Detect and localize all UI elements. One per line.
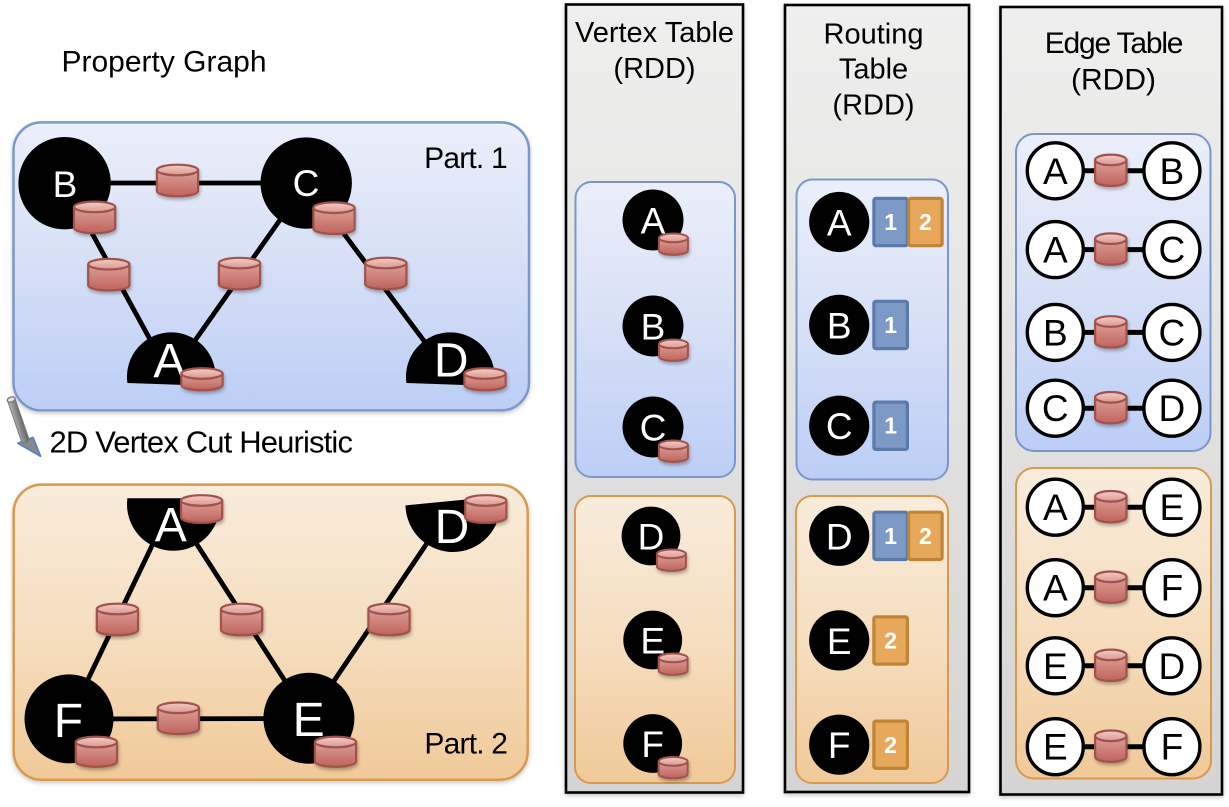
svg-text:F: F [641, 724, 664, 765]
svg-text:Edge Table: Edge Table [1045, 27, 1183, 60]
svg-text:(RDD): (RDD) [832, 90, 914, 122]
svg-text:2: 2 [919, 209, 932, 235]
svg-text:D: D [434, 335, 469, 388]
svg-text:C: C [1159, 312, 1186, 353]
svg-text:E: E [1043, 727, 1068, 768]
svg-text:2: 2 [884, 732, 897, 758]
svg-text:Part. 2: Part. 2 [424, 728, 507, 761]
svg-text:Property Graph: Property Graph [61, 46, 266, 79]
svg-text:A: A [1043, 568, 1068, 609]
svg-text:Part. 1: Part. 1 [424, 142, 507, 175]
svg-text:Table: Table [839, 54, 908, 86]
svg-text:1: 1 [884, 523, 897, 549]
svg-text:F: F [1161, 727, 1184, 768]
svg-text:A: A [827, 203, 852, 244]
svg-text:2D Vertex Cut Heuristic: 2D Vertex Cut Heuristic [50, 425, 353, 460]
svg-text:A: A [1043, 151, 1068, 192]
svg-text:2: 2 [919, 523, 932, 549]
svg-text:(RDD): (RDD) [1071, 64, 1156, 97]
svg-text:A: A [1043, 487, 1068, 528]
svg-text:C: C [1159, 230, 1186, 271]
svg-text:(RDD): (RDD) [613, 53, 695, 85]
svg-text:A: A [1043, 230, 1068, 271]
svg-text:C: C [1042, 388, 1069, 429]
svg-text:A: A [153, 335, 185, 388]
svg-text:Vertex Table: Vertex Table [575, 17, 734, 49]
svg-text:B: B [1160, 151, 1185, 192]
svg-text:C: C [293, 163, 320, 204]
svg-text:F: F [1161, 568, 1184, 609]
svg-text:1: 1 [884, 209, 897, 235]
svg-text:B: B [1043, 312, 1068, 353]
svg-text:1: 1 [884, 413, 897, 439]
svg-text:C: C [826, 406, 853, 447]
svg-text:2: 2 [884, 627, 897, 653]
svg-text:D: D [435, 501, 470, 554]
svg-text:E: E [827, 621, 852, 662]
svg-text:D: D [1159, 388, 1186, 429]
svg-text:Routing: Routing [824, 19, 924, 51]
svg-text:B: B [827, 305, 852, 346]
svg-text:1: 1 [884, 312, 897, 338]
svg-text:B: B [53, 164, 78, 205]
svg-text:D: D [1159, 646, 1186, 687]
svg-text:E: E [1043, 646, 1068, 687]
svg-text:E: E [1160, 487, 1185, 528]
svg-text:F: F [828, 725, 851, 766]
svg-text:D: D [826, 516, 853, 557]
